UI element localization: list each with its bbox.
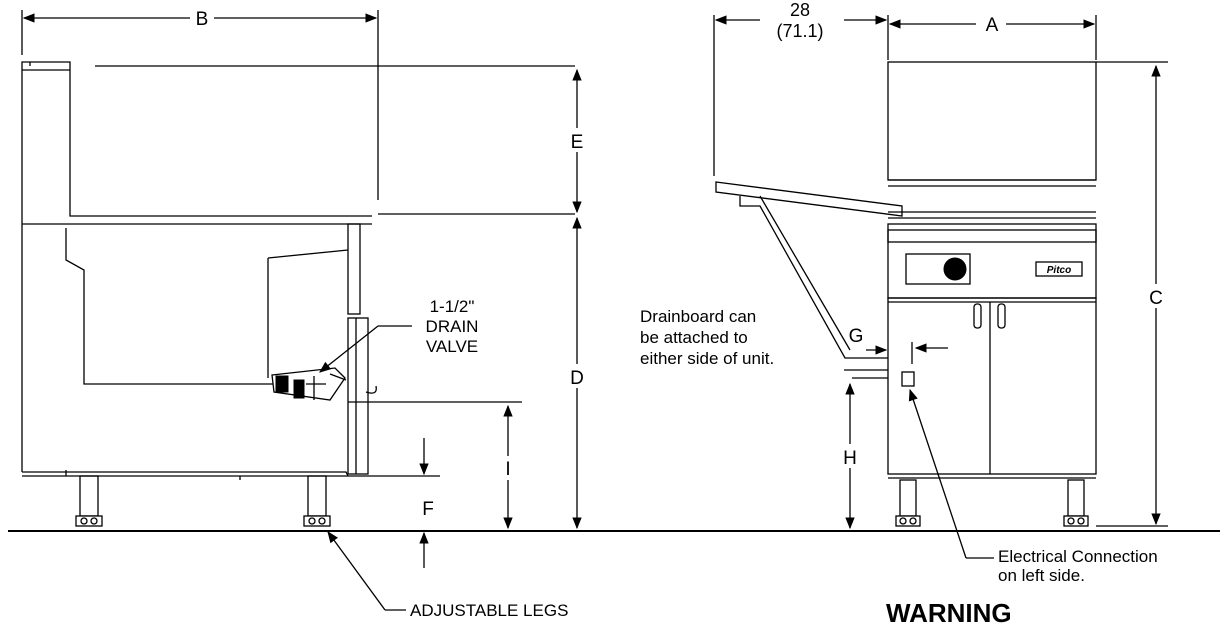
dimension-28-metric: (71.1) xyxy=(776,21,823,41)
drain-valve-callout: 1-1/2" DRAIN VALVE xyxy=(319,297,479,373)
dimension-b-label: B xyxy=(196,9,209,30)
adjustable-legs-callout: ADJUSTABLE LEGS xyxy=(327,531,568,620)
dimension-c-label: C xyxy=(1149,288,1163,309)
drainboard xyxy=(715,181,903,379)
drainboard-note: Drainboard can be attached to either sid… xyxy=(640,307,774,368)
dimension-e: E xyxy=(571,68,584,214)
dimension-d-label: D xyxy=(570,368,584,389)
electrical-box xyxy=(901,371,915,387)
drainboard-note-line-3: either side of unit. xyxy=(640,349,774,368)
dimension-a-label: A xyxy=(986,15,999,36)
dimension-28-value: 28 xyxy=(790,0,810,20)
warning-heading: WARNING xyxy=(886,598,1012,628)
drain-valve-shape xyxy=(271,367,347,401)
electrical-note-line-1: Electrical Connection xyxy=(998,547,1158,566)
side-legs xyxy=(65,470,331,527)
dimension-g-label: G xyxy=(849,326,864,347)
side-view xyxy=(21,61,575,527)
dimension-a: A xyxy=(888,15,1097,60)
drainboard-note-line-2: be attached to xyxy=(640,328,748,347)
drain-valve-line-3: VALVE xyxy=(426,337,478,356)
drainboard-note-line-1: Drainboard can xyxy=(640,307,756,326)
dimension-e-label: E xyxy=(571,132,584,153)
electrical-note-line-2: on left side. xyxy=(998,566,1085,585)
front-view: Pitco xyxy=(887,61,1097,527)
dimension-h: H xyxy=(843,382,857,530)
dimension-i: I xyxy=(348,401,522,530)
dimension-f: F xyxy=(350,438,440,568)
brand-logo: Pitco xyxy=(1047,265,1071,276)
dimension-f-label: F xyxy=(422,499,434,520)
dimension-28: 28 (71.1) xyxy=(713,0,889,176)
dimension-c: C xyxy=(1096,61,1168,527)
dimension-i-label: I xyxy=(505,459,510,480)
electrical-callout: Electrical Connection on left side. xyxy=(908,388,1158,585)
drain-valve-line-1: 1-1/2" xyxy=(430,297,475,316)
drain-valve-line-2: DRAIN xyxy=(426,317,479,336)
dimension-b: B xyxy=(21,9,379,200)
adjustable-legs-label: ADJUSTABLE LEGS xyxy=(410,601,568,620)
dimension-g: G xyxy=(849,326,948,364)
dimension-d: D xyxy=(570,216,584,530)
dimension-h-label: H xyxy=(843,448,857,469)
